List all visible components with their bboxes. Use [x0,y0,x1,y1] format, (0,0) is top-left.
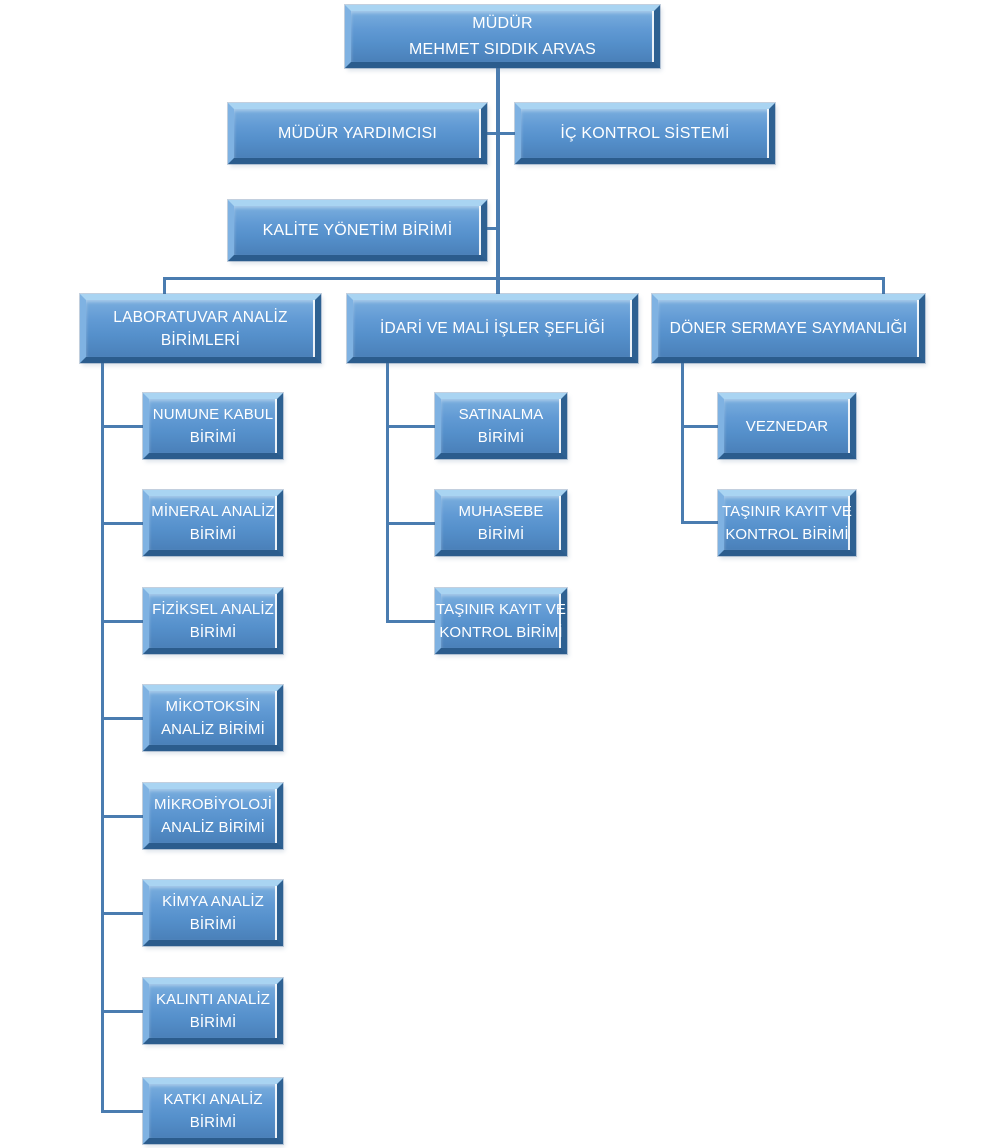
node-laboratuvar-analiz-birimleri: LABORATUVAR ANALİZ BİRİMLERİ [79,293,322,364]
connector-stub-tasinir-idari [386,620,435,623]
connector-stub-mikrobiyoloji [101,815,143,818]
node-katki-line2: BİRİMİ [189,1114,237,1131]
connector-stub-satinalma [386,425,435,428]
node-muhasebe-line2: BİRİMİ [477,526,525,543]
node-tasinir-kayit-kontrol-birimi-idari: TAŞINIR KAYIT VE KONTROL BİRİMİ [434,587,568,655]
node-lab-line2: BİRİMLERİ [160,331,241,349]
connector-stub-muhasebe [386,522,435,525]
node-tasinir-idari-line1: TAŞINIR KAYIT VE [436,601,566,618]
connector-stub-katki [101,1110,143,1113]
node-mikrobiyoloji-line1: MİKROBİYOLOJİ [154,796,272,813]
node-kimya-line2: BİRİMİ [189,916,237,933]
connector-drop-doner [882,277,885,295]
node-lab-line1: LABORATUVAR ANALİZ [113,308,288,326]
node-mikrobiyoloji-line2: ANALİZ BİRİMİ [161,819,265,836]
node-veznedar: VEZNEDAR [717,392,857,460]
connector-stub-mikotoksin [101,717,143,720]
node-kalinti-line1: KALINTI ANALİZ [156,991,270,1008]
node-muhasebe-line1: MUHASEBE [458,503,544,520]
node-idari-label: İDARİ VE MALİ İŞLER ŞEFLİĞİ [379,320,606,337]
node-kalite-yonetim-birimi: KALİTE YÖNETİM BİRİMİ [227,199,488,262]
connector-stub-fiziksel [101,620,143,623]
node-fiziksel-line2: BİRİMİ [189,624,237,641]
connector-kalite-stub [487,227,500,230]
node-veznedar-label: VEZNEDAR [745,417,829,435]
node-mudur-yardimcisi: MÜDÜR YARDIMCISI [227,102,488,165]
node-tasinir-idari-line2: KONTROL BİRİMİ [439,624,563,641]
node-numune-line2: BİRİMİ [189,429,237,446]
node-fiziksel-analiz-birimi: FİZİKSEL ANALİZ BİRİMİ [142,587,284,655]
node-doner-label: DÖNER SERMAYE SAYMANLIĞI [669,320,908,337]
node-mudur-person: MEHMET SIDDIK ARVAS [409,40,596,58]
connector-row2-horizontal [487,132,515,135]
node-satinalma-line2: BİRİMİ [477,429,525,446]
node-satinalma-line1: SATINALMA [458,406,544,423]
connector-stub-tasinir-doner [681,521,718,524]
node-mikotoksin-analiz-birimi: MİKOTOKSİN ANALİZ BİRİMİ [142,684,284,752]
node-ic-kontrol-sistemi: İÇ KONTROL SİSTEMİ [514,102,776,165]
connector-stub-kimya [101,912,143,915]
connector-drop-lab [163,277,166,295]
node-kalite-label: KALİTE YÖNETİM BİRİMİ [262,221,453,239]
connector-main-vertical [496,68,500,294]
node-ic-kontrol-label: İÇ KONTROL SİSTEMİ [560,124,730,142]
node-kimya-line1: KİMYA ANALİZ [162,893,264,910]
node-katki-analiz-birimi: KATKI ANALİZ BİRİMİ [142,1077,284,1145]
connector-branch-horizontal [163,277,885,280]
node-mudur-title: MÜDÜR [472,14,533,32]
node-tasinir-doner-line2: KONTROL BİRİMİ [725,526,849,543]
connector-stub-numune [101,425,143,428]
connector-stub-mineral [101,522,143,525]
node-mikotoksin-line2: ANALİZ BİRİMİ [161,721,265,738]
node-mudur-yardimcisi-label: MÜDÜR YARDIMCISI [277,124,438,142]
node-tasinir-kayit-kontrol-birimi-doner: TAŞINIR KAYIT VE KONTROL BİRİMİ [717,489,857,557]
node-mineral-analiz-birimi: MİNERAL ANALİZ BİRİMİ [142,489,284,557]
node-numune-kabul-birimi: NUMUNE KABUL BİRİMİ [142,392,284,460]
node-idari-mali-isler-sefligi: İDARİ VE MALİ İŞLER ŞEFLİĞİ [346,293,639,364]
connector-right-column-vertical [681,363,684,524]
node-tasinir-doner-line1: TAŞINIR KAYIT VE [722,503,852,520]
node-satinalma-birimi: SATINALMA BİRİMİ [434,392,568,460]
connector-left-column-vertical [101,363,104,1113]
node-kalinti-analiz-birimi: KALINTI ANALİZ BİRİMİ [142,977,284,1045]
node-mineral-line2: BİRİMİ [189,526,237,543]
node-doner-sermaye-saymanligi: DÖNER SERMAYE SAYMANLIĞI [651,293,926,364]
node-muhasebe-birimi: MUHASEBE BİRİMİ [434,489,568,557]
connector-mid-column-vertical [386,363,389,623]
node-mineral-line1: MİNERAL ANALİZ [151,503,275,520]
connector-stub-kalinti [101,1010,143,1013]
node-kimya-analiz-birimi: KİMYA ANALİZ BİRİMİ [142,879,284,947]
node-mikrobiyoloji-analiz-birimi: MİKROBİYOLOJİ ANALİZ BİRİMİ [142,782,284,850]
node-kalinti-line2: BİRİMİ [189,1014,237,1031]
node-fiziksel-line1: FİZİKSEL ANALİZ [152,601,274,618]
node-katki-line1: KATKI ANALİZ [163,1091,263,1108]
node-mikotoksin-line1: MİKOTOKSİN [165,698,261,715]
node-numune-line1: NUMUNE KABUL [152,406,274,423]
node-mudur: MÜDÜR MEHMET SIDDIK ARVAS [344,4,661,69]
connector-stub-veznedar [681,425,718,428]
